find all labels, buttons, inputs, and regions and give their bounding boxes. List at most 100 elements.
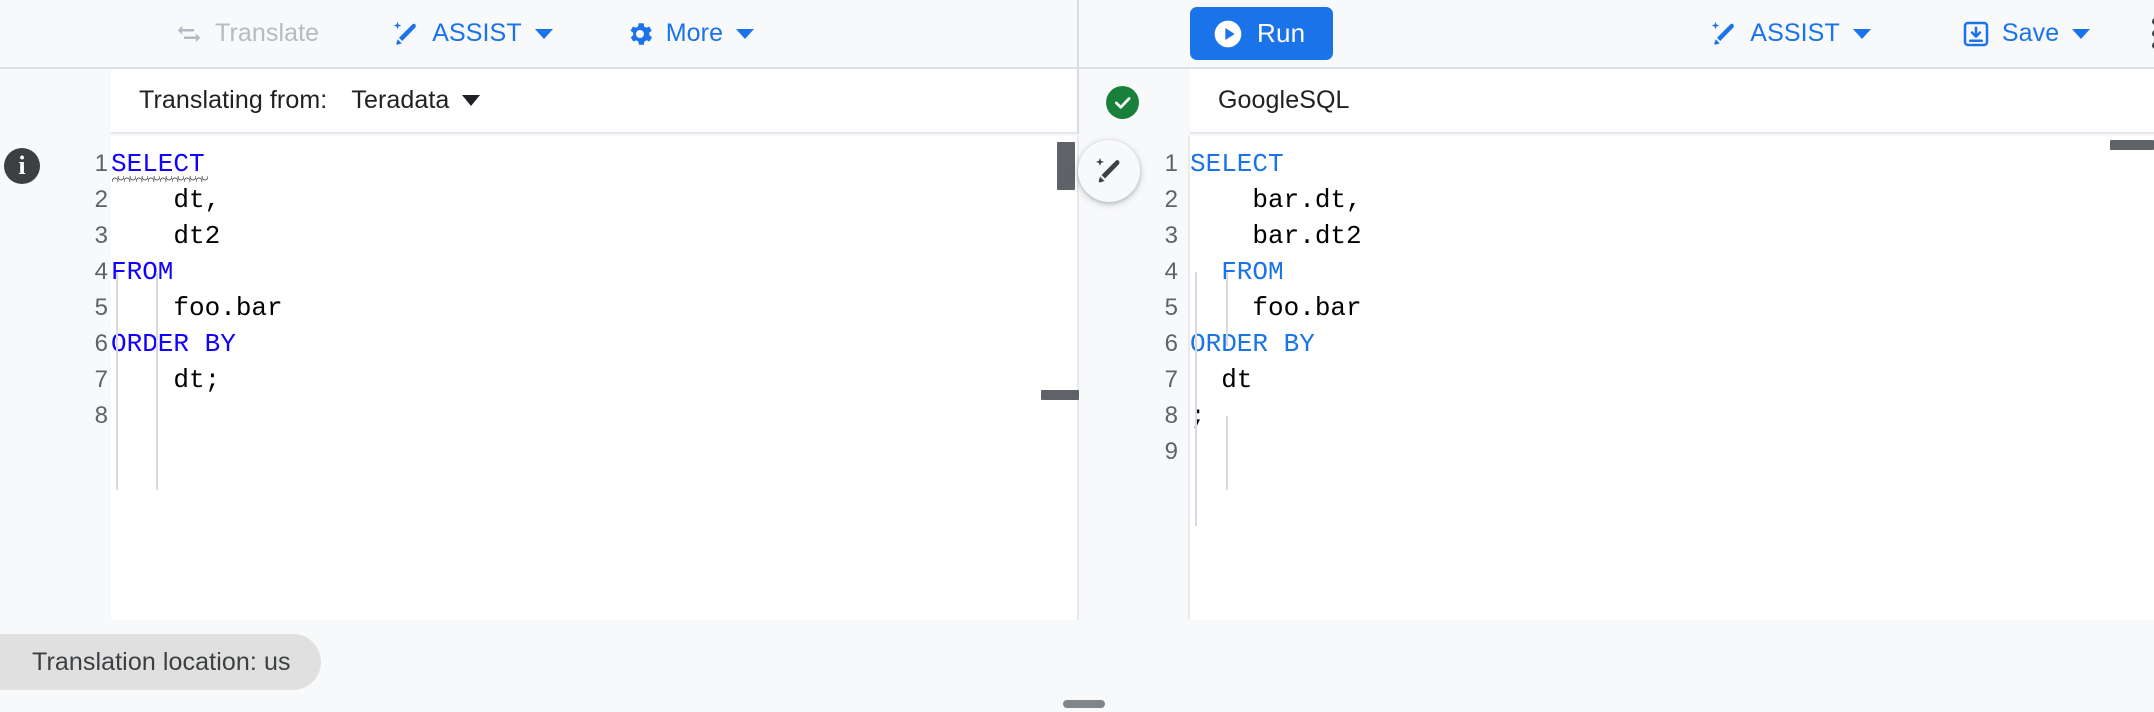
code-line[interactable]: SELECT [1190,146,2154,182]
code-line[interactable]: ORDER BY [1190,326,2154,362]
magic-wand-icon [1093,155,1125,187]
kebab-menu-icon [2152,18,2154,25]
code-token: dt2 [111,221,221,251]
code-token: SELECT [111,149,205,179]
assist-button-left[interactable]: ASSIST [377,10,567,58]
translation-location-label: Translation location: us [32,647,291,676]
code-line[interactable]: bar.dt, [1190,182,2154,218]
top-toolbar: Translate ASSIST More [0,0,2154,69]
code-token: FROM [111,257,174,287]
line-number: 1 [94,150,108,177]
kebab-menu-icon [2152,42,2154,49]
code-line[interactable]: dt; [111,362,1077,398]
code-token: dt; [111,365,221,395]
line-number: 3 [94,222,108,249]
indent-guide [1226,416,1228,490]
status-bar: Translation location: us [0,620,2154,712]
indent-guide [156,416,158,490]
translate-button[interactable]: Translate [160,10,333,58]
play-circle-icon [1212,18,1244,50]
code-line[interactable]: dt, [111,182,1077,218]
assist-left-label: ASSIST [432,19,522,47]
code-line[interactable]: SELECT [111,146,1077,182]
code-line[interactable]: dt [1190,362,2154,398]
line-number: 3 [1164,222,1178,249]
assist-button-right[interactable]: ASSIST [1695,10,1885,58]
run-label: Run [1257,18,1306,48]
chevron-down-icon [2072,28,2091,39]
indent-guide [156,272,158,346]
gear-icon [625,19,655,49]
line-number: 5 [94,294,108,321]
line-number: 1 [1164,150,1178,177]
run-button[interactable]: Run [1190,7,1334,60]
magic-wand-icon [1709,19,1739,49]
code-line[interactable] [1190,434,2154,470]
dialect-header-row: Translating from: Teradata GoogleSQL [0,69,2154,136]
code-token: ORDER BY [111,329,236,359]
line-number: 8 [1164,402,1178,429]
code-line[interactable]: FROM [111,254,1077,290]
editor-split-divider[interactable] [1077,136,1079,620]
indent-guide [116,416,118,490]
toolbar-left-group: Translate ASSIST More [0,0,1077,67]
target-horizontal-scrollbar[interactable] [2110,140,2154,150]
code-line[interactable]: ORDER BY [111,326,1077,362]
code-line[interactable]: bar.dt2 [1190,218,2154,254]
save-label: Save [2001,19,2060,47]
translation-location-chip: Translation location: us [0,634,321,690]
code-line[interactable]: foo.bar [1190,290,2154,326]
target-dialect-label: GoogleSQL [1218,86,1350,114]
code-line[interactable]: FROM [1190,254,2154,290]
more-label: More [665,19,724,47]
source-horizontal-scrollbar[interactable] [1041,390,1079,400]
target-gutter-divider [1188,136,1190,620]
target-gutter [1077,136,1190,620]
kebab-menu-icon [2152,30,2154,37]
code-line[interactable]: foo.bar [111,290,1077,326]
code-token: SELECT [1190,149,1284,179]
code-token: bar.dt, [1190,185,1362,215]
indent-guide [116,344,118,418]
indent-guide [1226,272,1228,346]
indent-guide [156,344,158,418]
indent-guide [1195,272,1197,490]
assist-fab-button[interactable] [1078,140,1140,202]
line-number: 5 [1164,294,1178,321]
code-token: dt [1190,365,1253,395]
code-line[interactable] [111,398,1077,434]
translate-swap-icon [174,19,204,49]
chevron-down-icon [736,28,755,39]
line-number: 2 [1164,186,1178,213]
line-number: 4 [94,258,108,285]
indent-guide [116,272,118,346]
code-token: ORDER BY [1190,329,1315,359]
assist-right-label: ASSIST [1750,19,1840,47]
subheader-divider [1077,69,1079,134]
source-dialect-select[interactable]: Teradata [349,82,482,119]
save-button[interactable]: Save [1947,10,2104,58]
info-icon[interactable]: i [4,148,40,184]
source-vertical-scrollbar[interactable] [1057,142,1075,190]
overflow-menu-button[interactable] [2152,8,2154,60]
code-token: bar.dt2 [1190,221,1362,251]
code-line[interactable]: ; [1190,398,2154,434]
syntax-warning-squiggle [112,176,208,182]
line-number: 7 [1164,366,1178,393]
code-token: foo.bar [1190,293,1362,323]
validation-status-badge [1106,86,1139,119]
save-download-icon [1961,19,1991,49]
source-gutter [0,136,111,620]
more-button[interactable]: More [611,10,768,58]
chevron-down-icon [1852,28,1871,39]
indent-guide [1195,488,1197,526]
code-line[interactable]: dt2 [111,218,1077,254]
line-number: 4 [1164,258,1178,285]
panel-resize-handle[interactable] [1063,700,1105,708]
code-token: foo.bar [111,293,283,323]
